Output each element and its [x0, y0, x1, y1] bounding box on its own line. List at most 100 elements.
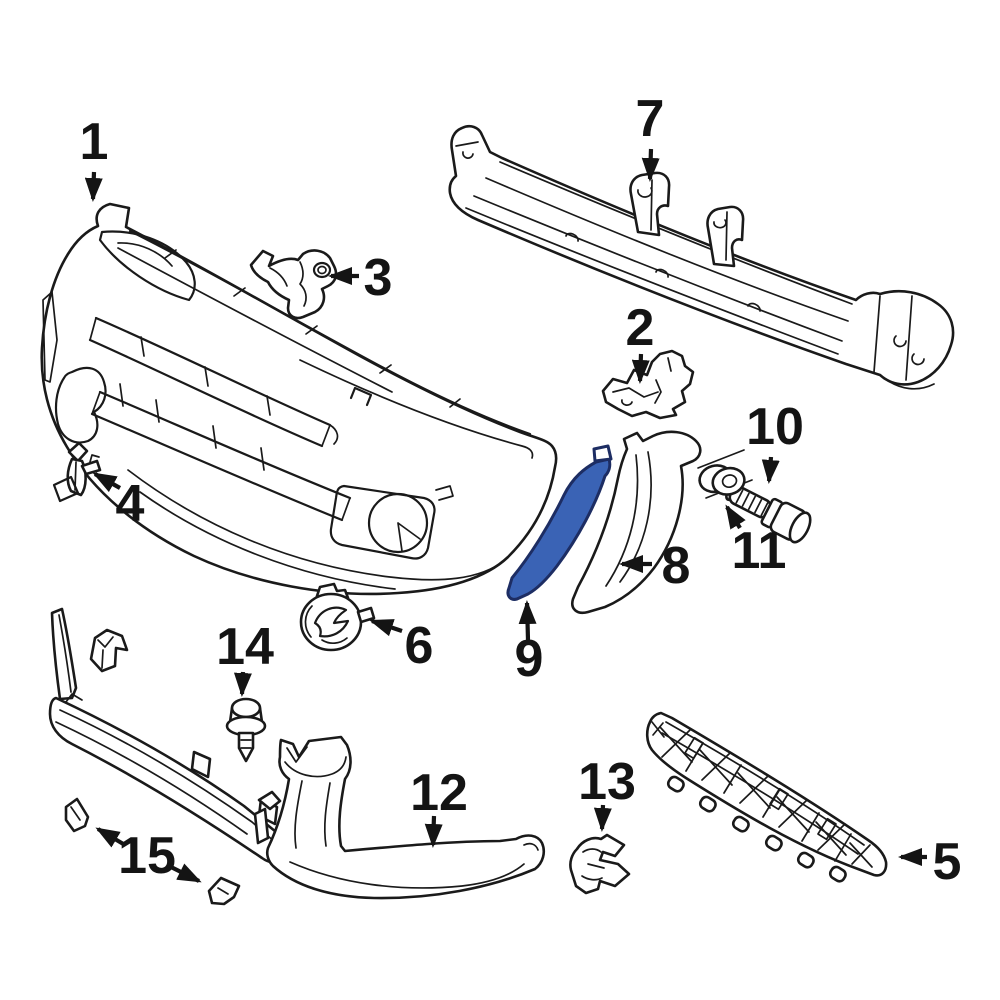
callout-number-1: 1 [80, 113, 109, 171]
valance-bar-lines [55, 709, 277, 844]
part-lower-bracket [52, 441, 102, 503]
arrow-11 [725, 504, 746, 530]
second-flange-line [117, 247, 393, 393]
left-corner-hook [54, 366, 107, 444]
emblem-lower-arc [321, 637, 348, 644]
tip-inner-line [299, 359, 534, 459]
bar-bracket-b [706, 205, 745, 268]
arm-body-lines [289, 842, 539, 889]
arrow-13 [593, 804, 612, 832]
lower-bracket-hook-line [89, 454, 100, 463]
part-bolt [725, 483, 812, 544]
callout-number-10: 10 [746, 398, 804, 456]
center-bracket-folds [612, 357, 672, 406]
pin-ridges [240, 739, 252, 749]
bar-ridge-4 [465, 207, 839, 355]
part-lower-arm [253, 735, 546, 900]
callout-number-5: 5 [933, 833, 962, 891]
emblem-logo-swoosh [313, 606, 350, 638]
bracket-hole-inner [317, 265, 327, 275]
bar-bracket-a [629, 171, 671, 237]
bar-hole-marks [565, 232, 761, 312]
upper-flange-line [128, 229, 532, 436]
fog-recess-tab [435, 485, 454, 501]
fog-lamp-recess [329, 484, 454, 560]
arm-neck-lines [294, 780, 331, 849]
emblem-inner-ring [304, 605, 313, 638]
arrow-4 [92, 472, 122, 493]
bar-bracket-a-detail [637, 179, 653, 231]
callout-number-8: 8 [662, 537, 691, 595]
small-clip-b-line [217, 887, 229, 895]
left-edge-sliver [42, 291, 58, 383]
valance-tab-1 [190, 750, 212, 779]
flange-tick-marks [164, 249, 461, 408]
headlamp-corner-recess [98, 230, 196, 302]
callout-number-9: 9 [515, 630, 544, 688]
callout-number-14: 14 [216, 618, 274, 676]
callout-number-11: 11 [732, 522, 787, 580]
arm-left-bracket [253, 790, 282, 845]
callout-number-3: 3 [364, 249, 393, 307]
part-side-support-highlighted [506, 444, 613, 601]
lower-bracket-base [52, 475, 80, 503]
arrow-15b [170, 863, 202, 883]
callout-number-7: 7 [636, 90, 665, 148]
part-grille-mesh [645, 711, 888, 883]
mesh-feet [666, 775, 847, 883]
callout-arrows [84, 148, 927, 883]
grommet-front [711, 466, 746, 496]
mesh-slots [684, 736, 837, 841]
callout-number-4: 4 [116, 475, 145, 533]
arm-outline [265, 735, 546, 900]
upper-grille-slot [88, 316, 339, 448]
part-lower-valance [48, 607, 290, 864]
valance-fork-detail [97, 636, 114, 669]
arm-fork-detail [284, 746, 347, 778]
part-reinforcement-bar [448, 124, 955, 390]
bolt-head-end [788, 511, 812, 544]
callout-number-12: 12 [410, 764, 468, 822]
lower-bracket-hook [80, 459, 102, 476]
valance-fork-bracket [89, 628, 129, 673]
emblem-side-tab [356, 606, 376, 624]
arrow-12 [424, 815, 443, 848]
end-cap-holes [893, 335, 925, 366]
grommet-hole [721, 474, 738, 489]
small-clip-a-line [70, 806, 81, 821]
arrow-9 [518, 600, 537, 641]
callout-number-13: 13 [578, 753, 636, 811]
lower-lip-line-2 [139, 491, 396, 590]
arrow-15a [95, 827, 127, 848]
top-edge-notch [349, 386, 373, 407]
valance-blade-line [58, 614, 72, 693]
part-push-pin [225, 697, 267, 763]
bracket-fold-lines [269, 261, 307, 307]
arrow-14 [233, 671, 252, 697]
clip-fold-lines [581, 848, 605, 881]
lower-bracket-head [67, 441, 89, 463]
part-front-bumper-cover [40, 202, 558, 596]
arrow-6 [369, 619, 403, 637]
callout-number-6: 6 [405, 617, 434, 675]
fog-lamp-circle [367, 492, 429, 554]
valance-blade [50, 607, 78, 701]
part-side-bracket [249, 249, 338, 320]
left-tab-detail [455, 141, 479, 159]
callout-number-2: 2 [626, 299, 655, 357]
part-emblem [299, 582, 376, 652]
valance-edge-notch [65, 693, 83, 703]
pin-cap [230, 697, 262, 719]
emblem-outer-ring [299, 592, 363, 652]
mesh-crosshatch [651, 721, 873, 868]
bar-ridge-2 [485, 177, 849, 322]
callout-numbers: 1 2 3 4 5 6 7 8 9 10 11 12 13 14 15 [80, 90, 962, 891]
arrow-10 [761, 456, 780, 484]
arrow-1 [84, 171, 103, 202]
side-support-body [506, 457, 612, 601]
impact-bar-outline [448, 124, 955, 386]
arrow-2 [631, 353, 650, 384]
part-clip [569, 833, 631, 895]
lower-grille-slot [90, 383, 352, 522]
